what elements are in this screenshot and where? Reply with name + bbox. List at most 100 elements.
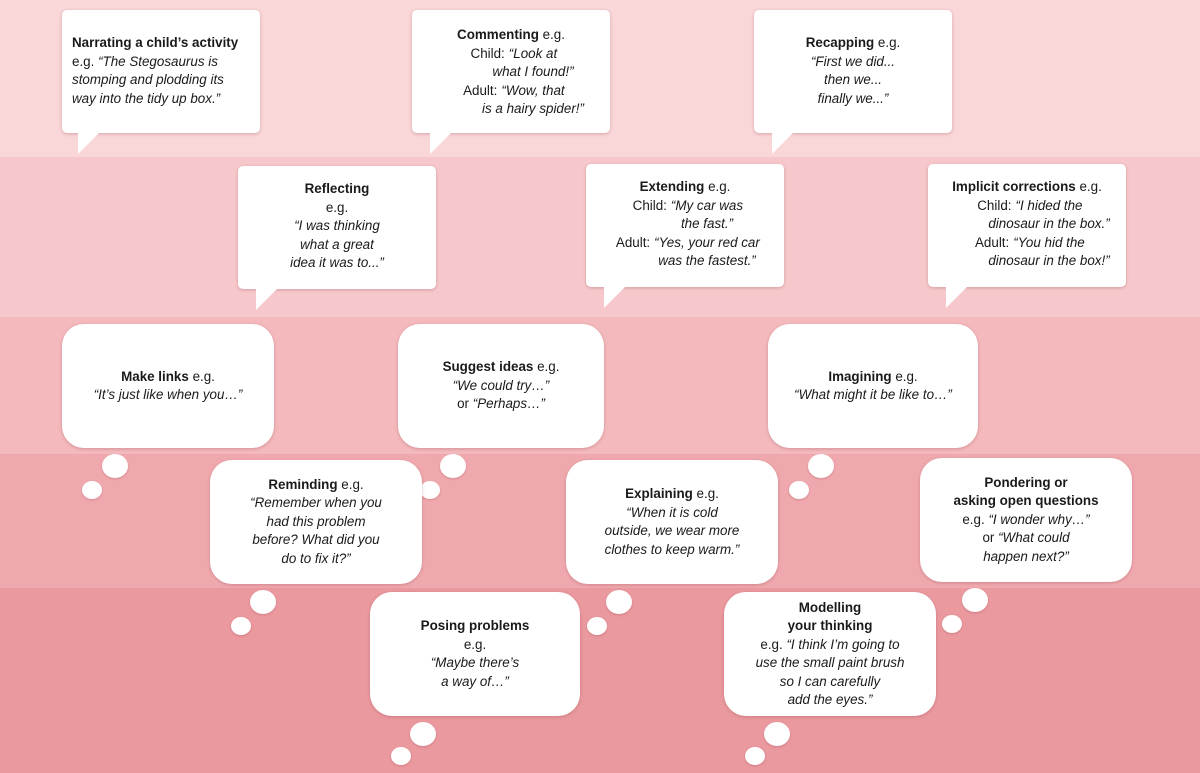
thought-bubble-reminding: Reminding e.g. “Remember when you had th…	[210, 460, 422, 584]
explaining-title: Explaining	[625, 486, 693, 501]
reflecting-line-1: “I was thinking	[294, 218, 380, 233]
thought-dot-small	[745, 747, 765, 765]
explaining-line-3: clothes to keep warm.”	[604, 541, 740, 557]
thought-dot-small	[587, 617, 607, 635]
speech-tail	[78, 132, 100, 154]
extending-title: Extending	[639, 179, 705, 194]
eg-label: e.g.	[72, 53, 95, 69]
posing-title: Posing problems	[420, 618, 530, 633]
speech-tail	[946, 286, 968, 308]
posing-line-2: a way of…”	[441, 673, 509, 689]
speech-tail	[256, 288, 278, 310]
extending-child-2: the fast.”	[680, 216, 734, 231]
modelling-line-3: so I can carefully	[779, 673, 881, 689]
commenting-child-2: what I found!”	[492, 64, 574, 79]
thought-dot-large	[410, 722, 436, 746]
thought-dot-small	[420, 481, 440, 499]
implicit-adult-1: “You hid the	[1013, 234, 1085, 250]
implicit-child-1: “I hided the	[1015, 197, 1083, 213]
thought-dot-large	[808, 454, 834, 478]
posing-line-1: “Maybe there’s	[430, 655, 520, 670]
pondering-or: or	[982, 530, 995, 546]
reminding-line-1: “Remember when you	[250, 495, 382, 511]
narrating-line-2: stomping and plodding its	[72, 72, 224, 87]
extending-child-1: “My car was	[670, 197, 744, 213]
commenting-title: Commenting	[457, 27, 539, 42]
recapping-line-1: “First we did...	[810, 53, 896, 69]
thought-dot-large	[440, 454, 466, 478]
thought-dot-small	[789, 481, 809, 499]
commenting-adult-1: “Wow, that	[501, 82, 565, 98]
narrating-line-1: “The Stegosaurus is	[98, 53, 218, 69]
extending-adult-2: was the fastest.”	[658, 253, 756, 268]
thought-dot-large	[102, 454, 128, 478]
recapping-title: Recapping	[805, 35, 875, 50]
reminding-line-3: before? What did you	[252, 532, 380, 548]
speech-bubble-commenting: Commenting e.g. Child:“Look at what I fo…	[412, 10, 610, 133]
speech-tail	[604, 286, 626, 308]
eg-label: e.g.	[542, 27, 565, 42]
eg-label: e.g.	[325, 199, 349, 215]
narrating-line-3: way into the tidy up box.”	[72, 90, 221, 106]
speech-bubble-extending: Extending e.g. Child:“My car was the fas…	[586, 164, 784, 287]
thought-dot-large	[764, 722, 790, 746]
modelling-title-2: your thinking	[787, 618, 873, 633]
imagining-title: Imagining	[828, 368, 892, 384]
suggest-title: Suggest ideas	[442, 359, 534, 375]
commenting-child-1: “Look at	[508, 45, 558, 61]
eg-label: e.g.	[760, 636, 783, 652]
thought-dot-large	[606, 590, 632, 614]
thought-bubble-imagining: Imagining e.g. “What might it be like to…	[768, 324, 978, 448]
extending-adult-1: “Yes, your red car	[654, 234, 760, 250]
thought-dot-small	[942, 615, 962, 633]
eg-label: e.g.	[895, 368, 918, 384]
thought-dot-large	[962, 588, 988, 612]
modelling-title-1: Modelling	[798, 599, 862, 615]
speech-bubble-implicit-corrections: Implicit corrections e.g. Child:“I hided…	[928, 164, 1126, 287]
reflecting-line-2: what a great	[300, 236, 374, 252]
pondering-line-2: “What could	[998, 530, 1070, 546]
explaining-line-2: outside, we wear more	[604, 523, 740, 538]
suggest-or: or	[457, 396, 469, 412]
adult-label: Adult:	[975, 234, 1010, 250]
eg-label: e.g.	[537, 359, 560, 375]
reminding-line-2: had this problem	[266, 513, 366, 529]
thought-dot-small	[391, 747, 411, 765]
eg-label: e.g.	[463, 636, 487, 652]
eg-label: e.g.	[708, 179, 731, 194]
child-label: Child:	[977, 197, 1012, 213]
pondering-title-2: asking open questions	[953, 493, 1099, 509]
thought-bubble-explaining: Explaining e.g. “When it is cold outside…	[566, 460, 778, 584]
eg-label: e.g.	[341, 476, 364, 492]
modelling-line-1: “I think I’m going to	[786, 636, 900, 652]
speech-bubble-narrating: Narrating a child’s activity e.g. “The S…	[62, 10, 260, 133]
eg-label: e.g.	[696, 486, 719, 501]
implicit-child-2: dinosaur in the box.”	[988, 216, 1110, 231]
child-label: Child:	[632, 197, 667, 213]
adult-label: Adult:	[615, 234, 651, 250]
speech-bubble-recapping: Recapping e.g. “First we did... then we.…	[754, 10, 952, 133]
implicit-adult-2: dinosaur in the box!”	[988, 253, 1110, 268]
recapping-line-3: finally we...”	[817, 90, 889, 106]
suggest-line-2: “Perhaps…”	[472, 396, 545, 412]
suggest-line-1: “We could try…”	[452, 377, 550, 393]
make-links-title: Make links	[121, 368, 189, 384]
thought-dot-small	[231, 617, 251, 635]
pondering-title-1: Pondering or	[984, 474, 1068, 490]
thought-bubble-pondering: Pondering or asking open questions e.g. …	[920, 458, 1132, 582]
modelling-line-2: use the small paint brush	[755, 655, 905, 670]
thought-bubble-modelling: Modelling your thinking e.g. “I think I’…	[724, 592, 936, 716]
speech-tail	[772, 132, 794, 154]
narrating-title: Narrating a child’s activity	[72, 35, 239, 50]
thought-dot-large	[250, 590, 276, 614]
speech-bubble-reflecting: Reflecting e.g. “I was thinking what a g…	[238, 166, 436, 289]
modelling-line-4: add the eyes.”	[787, 692, 873, 707]
reflecting-title: Reflecting	[304, 181, 370, 196]
child-label: Child:	[470, 45, 505, 61]
reminding-line-4: do to fix it?”	[281, 550, 351, 566]
implicit-title: Implicit corrections	[952, 179, 1076, 194]
reminding-title: Reminding	[268, 476, 338, 492]
band-5	[0, 588, 1200, 773]
reflecting-line-3: idea it was to...”	[290, 255, 384, 270]
